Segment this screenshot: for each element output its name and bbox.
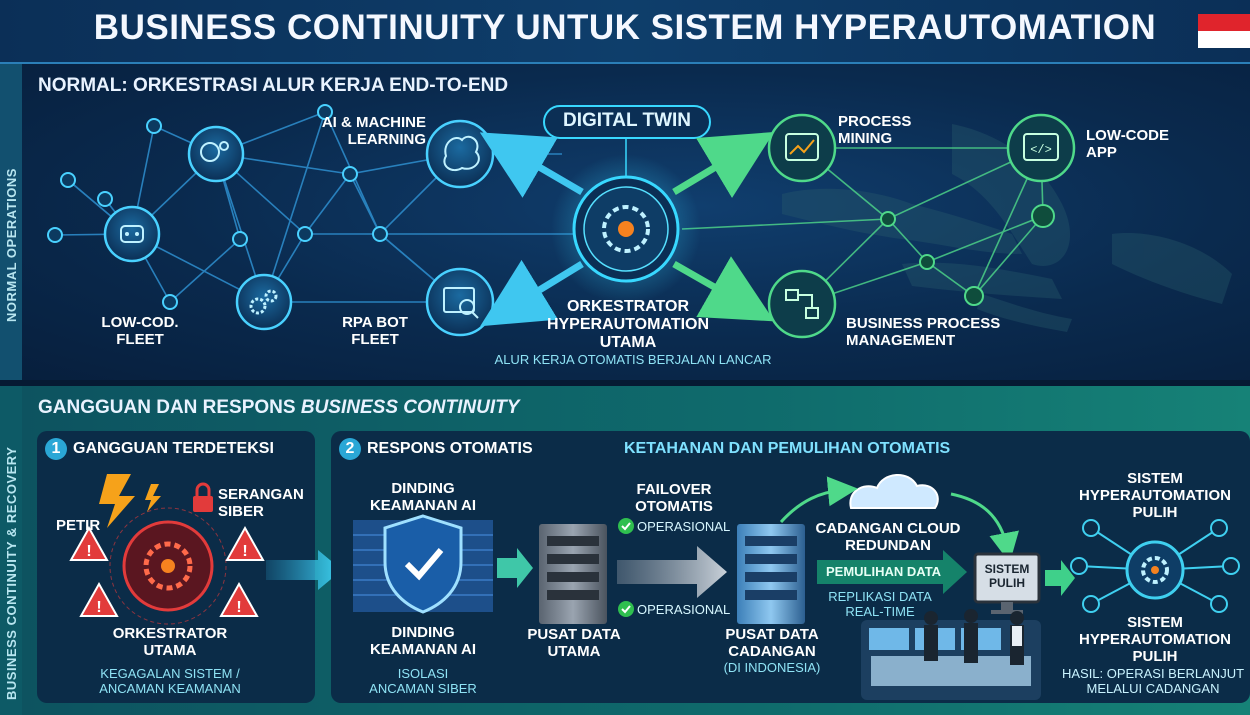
main-datacenter-icon [539, 524, 607, 624]
indonesia-flag-icon [1198, 14, 1250, 48]
arrow-to-bpm [672, 256, 775, 322]
svg-text:</>: </> [1030, 143, 1052, 157]
low-code-app-node: </> [1006, 113, 1076, 183]
lock-icon [193, 482, 213, 512]
backup-datacenter-icon [737, 524, 805, 624]
top-side-strip [0, 64, 22, 380]
rpa-bot-node [425, 267, 495, 337]
warning-icon-3: ! [225, 525, 265, 561]
disruption-graphic: ! ! ! ! [69, 474, 265, 625]
low-code-fleet-label: LOW-COD.FLEET [101, 314, 179, 348]
digital-twin-badge [543, 105, 711, 139]
check-icon-2 [618, 601, 634, 617]
shield-icon [383, 514, 463, 614]
orchestrator-node [551, 154, 701, 304]
warning-icon-4: ! [219, 581, 259, 617]
step2-subtitle: KETAHANAN DAN PEMULIHAN OTOMATIS [624, 440, 951, 457]
control-room-illustration [861, 609, 1041, 700]
ai-ml-node [425, 119, 495, 189]
warning-icon-1: ! [69, 525, 109, 561]
lightning-icon [99, 474, 135, 528]
network-diagram: </> [47, 104, 1232, 339]
operasional-2-label: OPERASIONAL [637, 602, 731, 617]
arrow-to-ai-ml [479, 132, 584, 198]
warning-icon-2: ! [79, 581, 119, 617]
failover-arrow [617, 546, 727, 598]
recovered-network [1070, 519, 1240, 613]
svg-text:!: ! [86, 543, 91, 560]
digital-twin-label: DIGITAL TWIN [562, 110, 692, 131]
map-silhouette [782, 124, 1232, 332]
recovered-orchestrator-icon [1125, 540, 1185, 600]
svg-text:!: ! [236, 599, 241, 616]
cloud-icon [849, 474, 939, 509]
bottom-side-strip [0, 386, 22, 715]
svg-text:!: ! [242, 543, 247, 560]
page-title: BUSINESS CONTINUITY UNTUK SISTEM HYPERAU… [93, 8, 1157, 47]
robot-node [103, 205, 161, 263]
recovery-label: PEMULIHAN DATA [826, 564, 942, 579]
orchestrator-caption: ALUR KERJA OTOMATIS BERJALAN LANCAR [494, 352, 772, 367]
continuity-section-title: GANGGUAN DAN RESPONS BUSINESS CONTINUITY [38, 397, 520, 418]
step1-caption: KEGAGALAN SISTEM /ANCAMAN KEAMANAN [99, 666, 241, 696]
check-icon-1 [618, 518, 634, 534]
top-side-label: NORMAL OPERATIONS [4, 168, 19, 322]
process-mining-node [767, 113, 837, 183]
arrow-to-rpa [480, 259, 584, 327]
arrow-to-main-dc [497, 548, 533, 588]
cloud-to-monitor-arrow [950, 492, 1019, 563]
operasional-1-label: OPERASIONAL [637, 519, 731, 534]
svg-text:!: ! [96, 599, 101, 616]
recovery-arrow [817, 550, 967, 594]
backup-dc-sub: (DI INDONESIA) [723, 660, 821, 675]
arrow-step1-to-step2 [266, 550, 342, 590]
bottom-side-label: BUSINESS CONTINUITY & RECOVERY [4, 446, 19, 700]
arrow-to-process-mining [672, 131, 775, 199]
small-nodes-right [880, 204, 1055, 306]
backup-to-cloud-arrow [779, 476, 858, 524]
normal-section-title: NORMAL: ORKESTRASI ALUR KERJA END-TO-END [38, 75, 509, 96]
small-nodes-left [47, 104, 388, 310]
arrow-to-result [1045, 560, 1075, 596]
monitor-icon [973, 552, 1041, 614]
ai-node [187, 125, 245, 183]
bpm-node [767, 269, 837, 339]
response-graphic [353, 474, 1240, 700]
low-code-fleet-node [235, 273, 293, 331]
header-bar [0, 0, 1250, 64]
petir-label: PETIR [56, 517, 101, 534]
